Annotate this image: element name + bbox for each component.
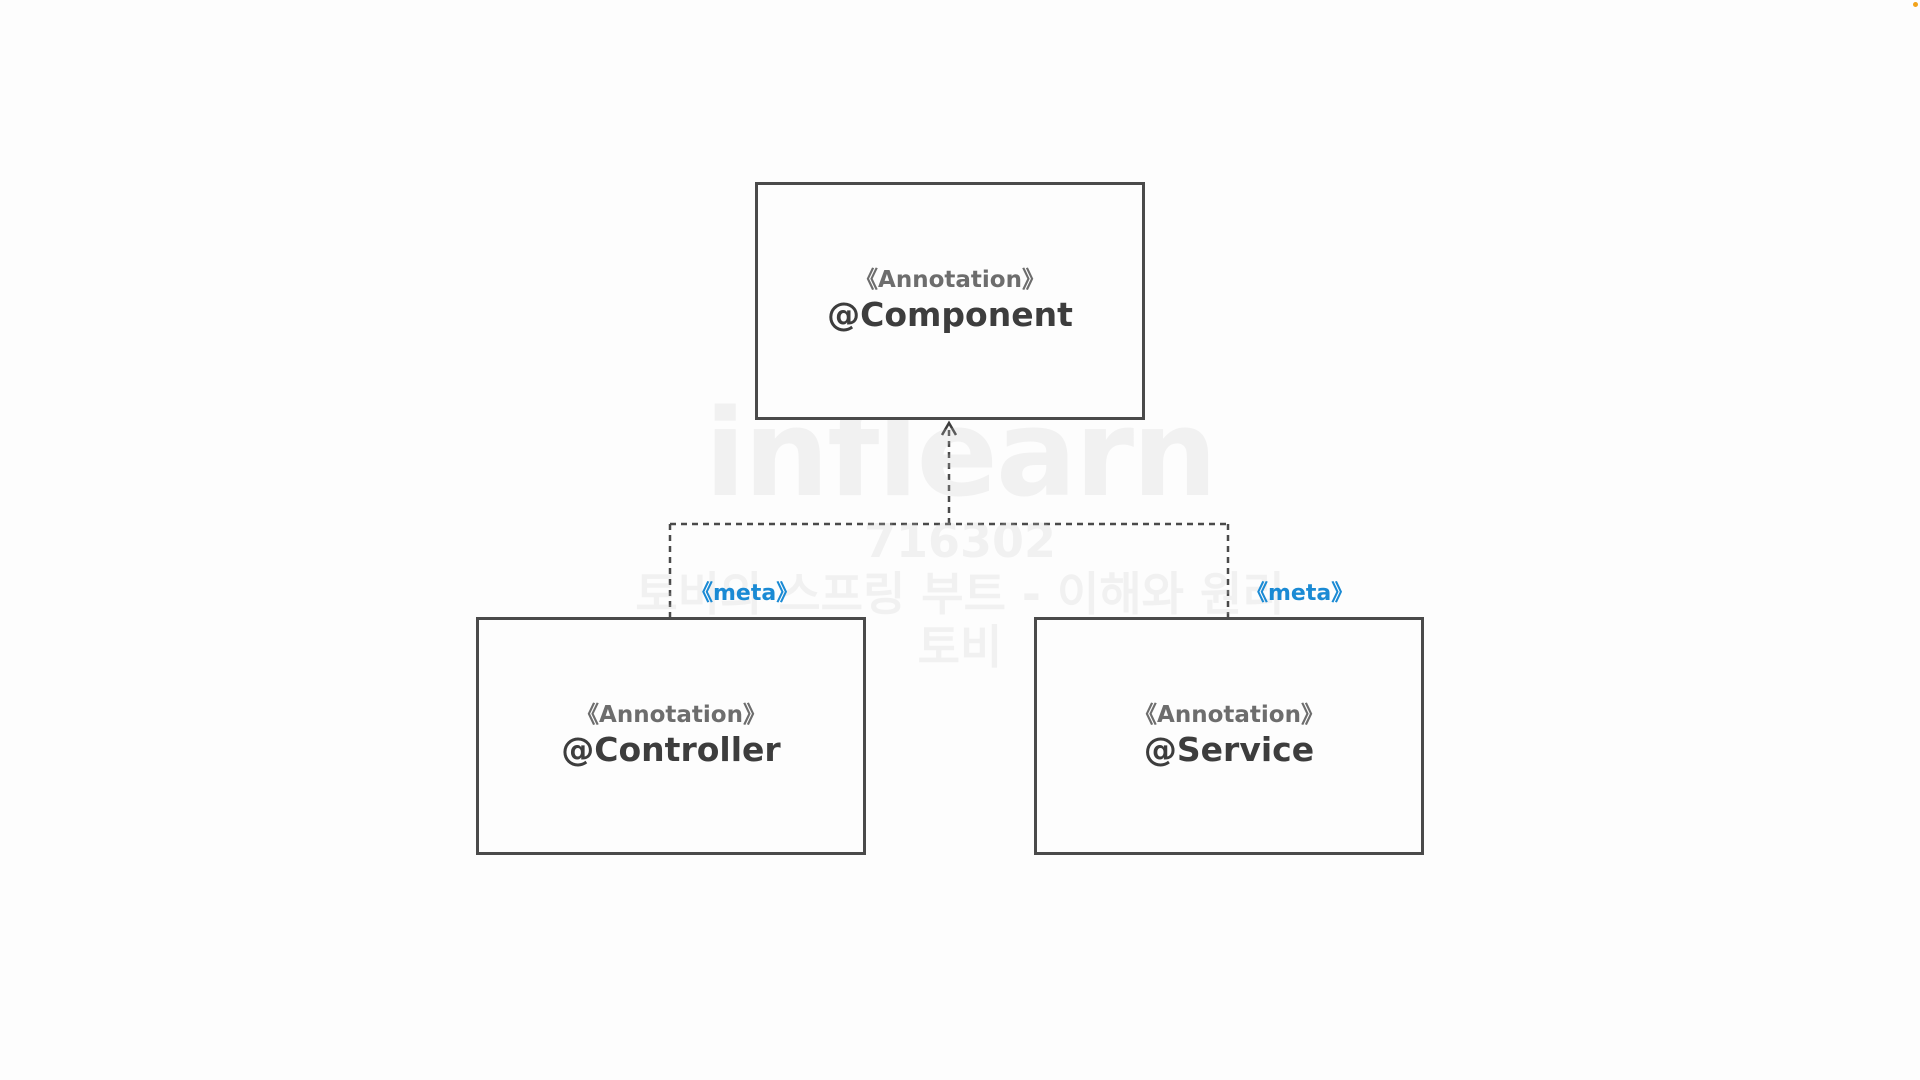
- component-stereotype: 《Annotation》: [855, 266, 1045, 293]
- controller-stereotype: 《Annotation》: [576, 701, 766, 728]
- arrow-head-icon: [940, 420, 958, 436]
- component-annotation-box: 《Annotation》 @Component: [755, 182, 1145, 420]
- watermark-id: 716302: [863, 514, 1057, 568]
- service-stereotype: 《Annotation》: [1134, 701, 1324, 728]
- component-name: @Component: [827, 294, 1073, 334]
- controller-name: @Controller: [561, 729, 781, 769]
- service-annotation-box: 《Annotation》 @Service: [1034, 617, 1424, 855]
- service-name: @Service: [1143, 729, 1315, 769]
- controller-annotation-box: 《Annotation》 @Controller: [476, 617, 866, 855]
- left-meta-label: 《meta》: [691, 581, 799, 606]
- corner-indicator-dot: [1913, 2, 1918, 7]
- right-meta-label: 《meta》: [1246, 581, 1354, 606]
